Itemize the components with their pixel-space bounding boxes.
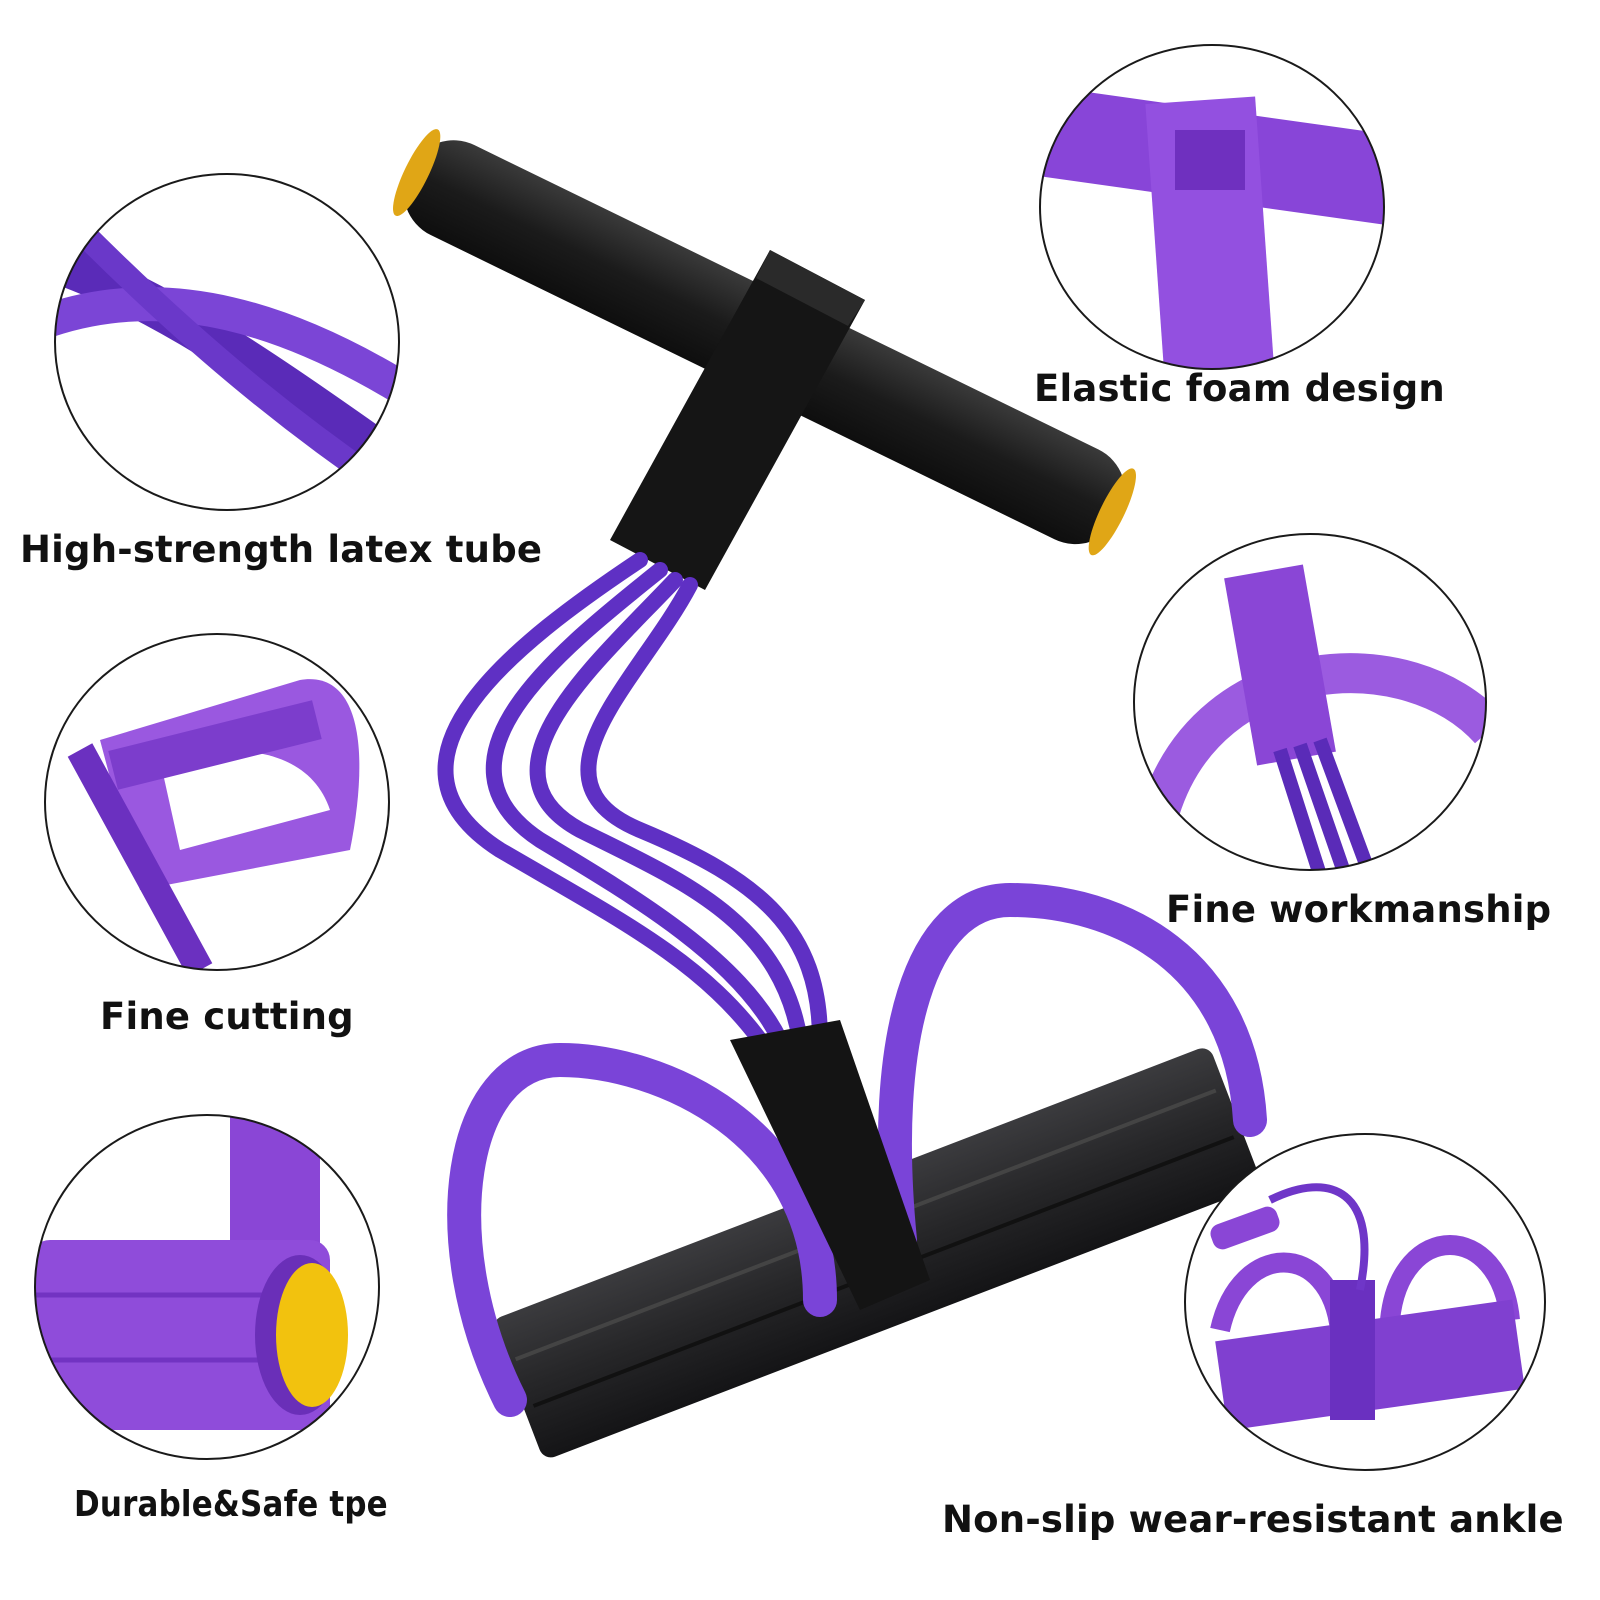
detail-circle-foam-design <box>1039 44 1385 370</box>
detail-circle-latex-tube <box>54 173 400 511</box>
caption-workmanship: Fine workmanship <box>1166 888 1552 931</box>
detail-circle-ankle <box>1184 1133 1546 1471</box>
pedal-loops <box>447 882 1267 1417</box>
detail-circle-workmanship <box>1133 533 1487 871</box>
detail-circle-fine-cutting <box>44 633 390 971</box>
detail-circle-tpe <box>34 1114 380 1460</box>
caption-tpe: Durable&Safe tpe <box>74 1484 388 1525</box>
pedal-center-sleeve <box>730 1020 930 1310</box>
top-sleeve <box>610 250 865 590</box>
caption-latex-tube: High-strength latex tube <box>20 528 543 571</box>
caption-ankle: Non-slip wear-resistant ankle <box>942 1498 1564 1541</box>
caption-foam-design: Elastic foam design <box>1034 367 1445 410</box>
latex-tubes <box>437 552 828 1048</box>
caption-fine-cutting: Fine cutting <box>100 995 354 1038</box>
